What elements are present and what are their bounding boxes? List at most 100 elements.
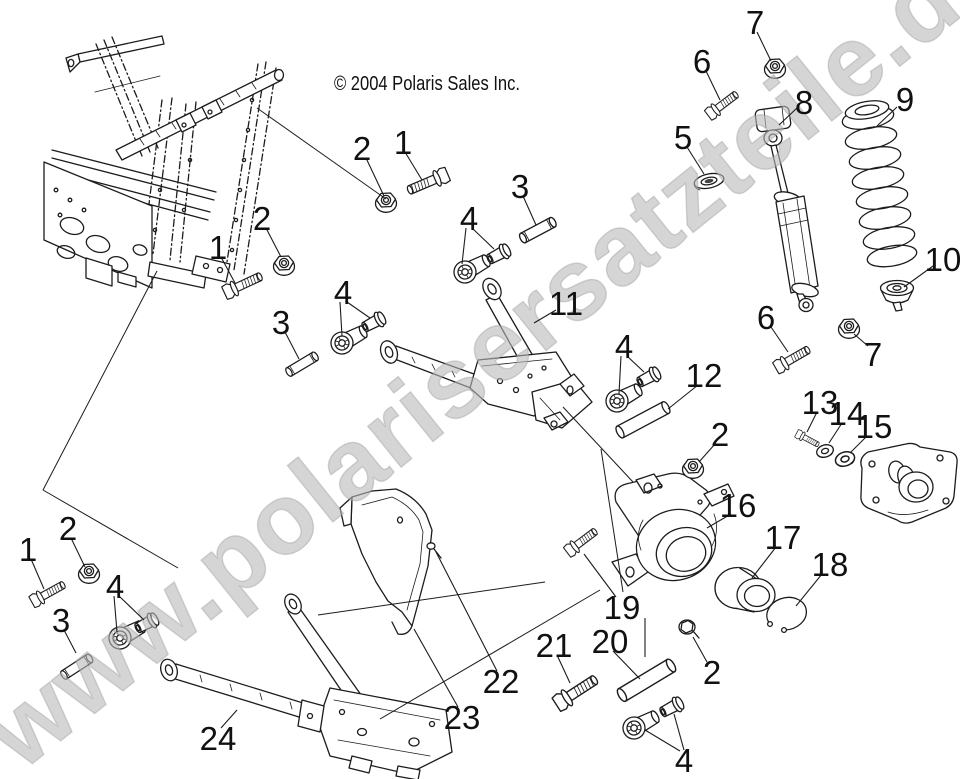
callout-leader-13 xyxy=(806,411,818,433)
bolt-1-top xyxy=(404,165,452,200)
assembly-line xyxy=(256,107,387,200)
callout-leader-4 xyxy=(113,595,118,633)
callout-leader-8 xyxy=(778,107,798,126)
rear-hub-carrier-drawing xyxy=(611,472,735,587)
callout-21: 21 xyxy=(536,627,573,664)
callout-leader-7 xyxy=(756,31,772,62)
pin-3-mid xyxy=(283,350,321,378)
lower-a-arm-drawing xyxy=(160,593,453,779)
callout-22: 22 xyxy=(483,663,520,700)
callout-leader-20 xyxy=(612,650,641,680)
assembly-line xyxy=(379,589,601,720)
callout-4: 4 xyxy=(106,568,124,605)
callout-12: 12 xyxy=(686,357,723,394)
callout-11: 11 xyxy=(549,285,583,322)
snap-ring-drawing xyxy=(766,596,807,634)
callout-leader-5 xyxy=(686,146,705,175)
callout-15: 15 xyxy=(856,408,893,445)
callout-10: 10 xyxy=(925,241,960,278)
callout-4: 4 xyxy=(615,328,633,365)
callout-leader-1 xyxy=(404,151,423,181)
callout-7: 7 xyxy=(864,336,882,373)
callout-leader-3 xyxy=(284,331,300,360)
callout-2: 2 xyxy=(703,654,721,691)
bolt-6-lower xyxy=(771,341,814,376)
callout-leader-10 xyxy=(903,265,934,288)
assembly-lines xyxy=(42,107,634,720)
callout-leader-3 xyxy=(522,195,537,226)
callout-leader-12 xyxy=(667,384,699,410)
washer-15 xyxy=(832,448,858,470)
coil-spring-drawing xyxy=(841,100,918,268)
assembly-line xyxy=(317,581,546,616)
callout-4: 4 xyxy=(675,742,693,779)
callout-leader-6 xyxy=(705,70,721,101)
assembly-line xyxy=(42,270,158,491)
rivet-drawing xyxy=(426,542,442,559)
callout-leader-2 xyxy=(265,227,282,258)
callout-leader-4 xyxy=(461,227,467,265)
callout-2: 2 xyxy=(253,200,271,237)
callout-leader-4 xyxy=(626,355,645,373)
callout-leader-14 xyxy=(828,422,843,444)
spacer-tube-20 xyxy=(614,656,679,704)
callout-20: 20 xyxy=(592,623,629,660)
callout-2: 2 xyxy=(711,416,729,453)
callout-23: 23 xyxy=(444,699,481,736)
guard-panel-drawing xyxy=(339,488,433,635)
callout-leader-23 xyxy=(413,628,459,708)
spring-retainer-drawing xyxy=(879,279,915,312)
bolt-2-bottom xyxy=(678,619,700,639)
callout-9: 9 xyxy=(896,81,914,118)
callout-4: 4 xyxy=(460,200,478,237)
callout-1: 1 xyxy=(209,229,227,266)
callout-leader-7 xyxy=(853,333,869,347)
callout-leader-6 xyxy=(770,326,789,353)
callout-24: 24 xyxy=(200,720,237,757)
callout-16: 16 xyxy=(720,487,757,524)
callout-leader-19 xyxy=(583,553,617,598)
bushing-4d-small xyxy=(656,694,687,721)
callout-3: 3 xyxy=(52,602,70,639)
callout-leader-15 xyxy=(849,435,868,454)
callout-14: 14 xyxy=(829,395,866,432)
callout-1: 1 xyxy=(394,124,412,161)
nut-2-knuckle xyxy=(681,458,705,479)
frame-assembly-drawing xyxy=(43,35,285,289)
callout-leader-2 xyxy=(698,443,716,463)
callout-leader-3 xyxy=(63,629,77,654)
shock-absorber-drawing xyxy=(754,105,819,313)
bearing-drawing xyxy=(714,566,776,613)
callout-leader-4 xyxy=(118,595,145,621)
nut-2-mid xyxy=(272,255,296,276)
assembly-line xyxy=(600,448,624,593)
callout-leader-17 xyxy=(751,546,777,579)
bolt-19 xyxy=(562,524,601,559)
callout-2: 2 xyxy=(353,130,371,167)
callout-leader-1 xyxy=(220,256,236,284)
callout-leader-1 xyxy=(30,558,45,590)
bolt-21 xyxy=(550,670,602,714)
callout-leader-18 xyxy=(795,573,823,607)
callout-7: 7 xyxy=(746,4,764,41)
brake-caliper-bracket-drawing xyxy=(860,442,958,524)
nut-2-bottom xyxy=(77,563,101,584)
callout-2: 2 xyxy=(59,510,77,547)
callout-1: 1 xyxy=(19,531,37,568)
callout-leader-2 xyxy=(70,537,86,568)
callout-17: 17 xyxy=(765,519,802,556)
callout-6: 6 xyxy=(757,299,775,336)
callout-leader-11 xyxy=(533,309,557,324)
assembly-line xyxy=(562,406,634,483)
copyright-notice: © 2004 Polaris Sales Inc. xyxy=(334,73,520,95)
callout-8: 8 xyxy=(795,84,813,121)
callout-19: 19 xyxy=(604,589,641,626)
callout-leader-4 xyxy=(618,355,622,395)
callout-leader-21 xyxy=(556,654,571,684)
callout-leader-2 xyxy=(692,636,708,663)
callout-13: 13 xyxy=(802,384,839,421)
callout-3: 3 xyxy=(272,304,290,341)
callout-leader-4 xyxy=(471,227,495,250)
